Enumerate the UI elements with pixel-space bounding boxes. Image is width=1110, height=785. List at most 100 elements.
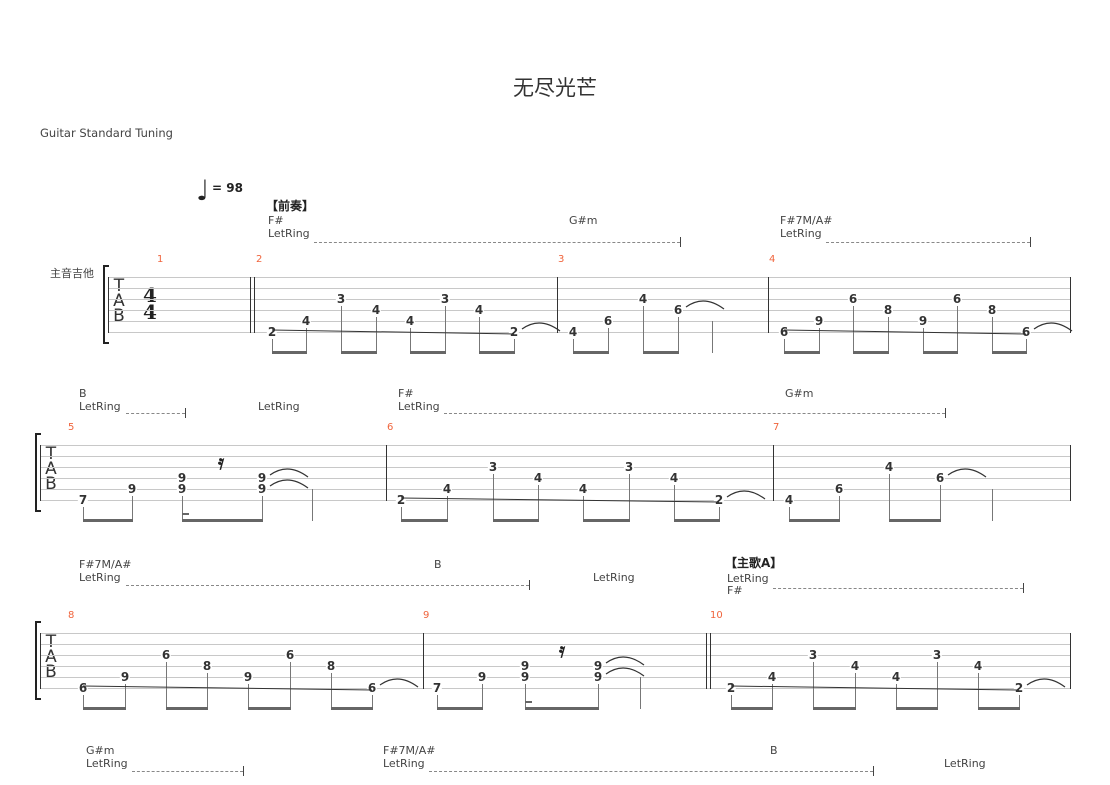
note-stem: [629, 474, 630, 521]
beam: [525, 707, 599, 710]
chord-label: F#7M/A#: [780, 214, 833, 227]
chord-label: F#: [398, 387, 414, 400]
note-stem: [125, 684, 126, 709]
fret-number: 8: [882, 303, 894, 317]
beam: [789, 519, 840, 522]
note-stem: [182, 496, 183, 521]
sixteenth-rest-icon: 𝄿: [559, 638, 566, 662]
beam: [493, 519, 539, 522]
fret-number: 6: [602, 314, 614, 328]
note-stem: [376, 317, 377, 353]
note-stem: [940, 485, 941, 521]
fret-number: 6: [160, 648, 172, 662]
fret-number: 6: [1020, 325, 1032, 339]
staff-line: [108, 288, 1070, 289]
beam: [272, 351, 307, 354]
fret-number: 9: [242, 670, 254, 684]
let-ring-dash: [429, 771, 873, 772]
staff-line: [108, 310, 1070, 311]
bar-line: [250, 277, 252, 333]
fret-number: 2: [508, 325, 520, 339]
fret-number: 4: [849, 659, 861, 673]
tie-arc: [1033, 322, 1073, 332]
chord-label: B: [434, 558, 442, 571]
let-ring-label: LetRing: [79, 400, 121, 413]
measure-number: 2: [256, 254, 263, 265]
let-ring-dash: [126, 585, 529, 586]
fret-number: 8: [201, 659, 213, 673]
beam: [341, 351, 377, 354]
note-stem: [819, 328, 820, 353]
note-stem: [855, 673, 856, 709]
let-ring-label: LetRing: [944, 757, 986, 770]
beam: [83, 519, 133, 522]
note-stem: [978, 673, 979, 709]
let-ring-end: [529, 580, 530, 590]
fret-number: 6: [284, 648, 296, 662]
measure-number: 10: [710, 610, 723, 621]
fret-number: 3: [487, 460, 499, 474]
fret-number: 6: [778, 325, 790, 339]
note-stem: [937, 662, 938, 709]
note-stem: [957, 306, 958, 353]
note-stem: [839, 496, 840, 521]
note-stem: [525, 684, 526, 709]
staff-line: [40, 666, 1070, 667]
note-stem: [437, 695, 438, 709]
staff-line: [108, 332, 1070, 333]
fret-number: 9: [256, 471, 268, 485]
fret-number: 9: [176, 471, 188, 485]
tie-arc: [726, 490, 766, 500]
system-bracket: [35, 621, 41, 700]
note-stem: [731, 695, 732, 709]
note-stem: [992, 317, 993, 353]
song-title: 无尽光芒: [513, 76, 597, 100]
note-stem: [83, 695, 84, 709]
fret-number: 4: [567, 325, 579, 339]
fret-number: 9: [917, 314, 929, 328]
fret-number: 4: [890, 670, 902, 684]
note-stem: [896, 684, 897, 709]
tie-arc: [685, 300, 725, 310]
note-stem: [923, 328, 924, 353]
bar-line: [108, 277, 110, 333]
let-ring-label: LetRing: [727, 572, 769, 585]
fret-number: 4: [783, 493, 795, 507]
fret-number: 2: [266, 325, 278, 339]
bar-line: [768, 277, 770, 333]
let-ring-label: LetRing: [398, 400, 440, 413]
tab-clef-a: A: [45, 647, 57, 667]
chord-label: F#: [727, 584, 743, 597]
staff-line: [40, 677, 1070, 678]
tab-clef-b: B: [113, 306, 125, 326]
note-stem: [538, 485, 539, 521]
fret-number: 9: [476, 670, 488, 684]
fret-number: 6: [934, 471, 946, 485]
tab-clef-b: B: [45, 662, 57, 682]
fret-number: 4: [532, 471, 544, 485]
note-stem: [482, 684, 483, 709]
note-stem: [1019, 695, 1020, 709]
note-stem: [789, 507, 790, 521]
staff-line: [40, 445, 1070, 446]
beam: [401, 519, 448, 522]
section-verse-a: 【主歌A】: [725, 556, 783, 570]
note-stem: [312, 489, 313, 521]
fret-number: 9: [592, 670, 604, 684]
bar-line: [1070, 633, 1072, 689]
bar-line: [40, 633, 42, 689]
let-ring-end: [243, 766, 244, 776]
chord-label: G#m: [569, 214, 598, 227]
chord-label: G#m: [785, 387, 814, 400]
fret-number: 9: [176, 482, 188, 496]
fret-number: 6: [672, 303, 684, 317]
note-stem: [207, 673, 208, 709]
note-stem: [479, 317, 480, 353]
measure-number: 1: [157, 254, 164, 265]
beam: [731, 707, 773, 710]
fret-number: 6: [77, 681, 89, 695]
let-ring-end: [1030, 237, 1031, 247]
note-stem: [248, 684, 249, 709]
beam: [674, 519, 720, 522]
tab-clef-a: A: [113, 291, 125, 311]
